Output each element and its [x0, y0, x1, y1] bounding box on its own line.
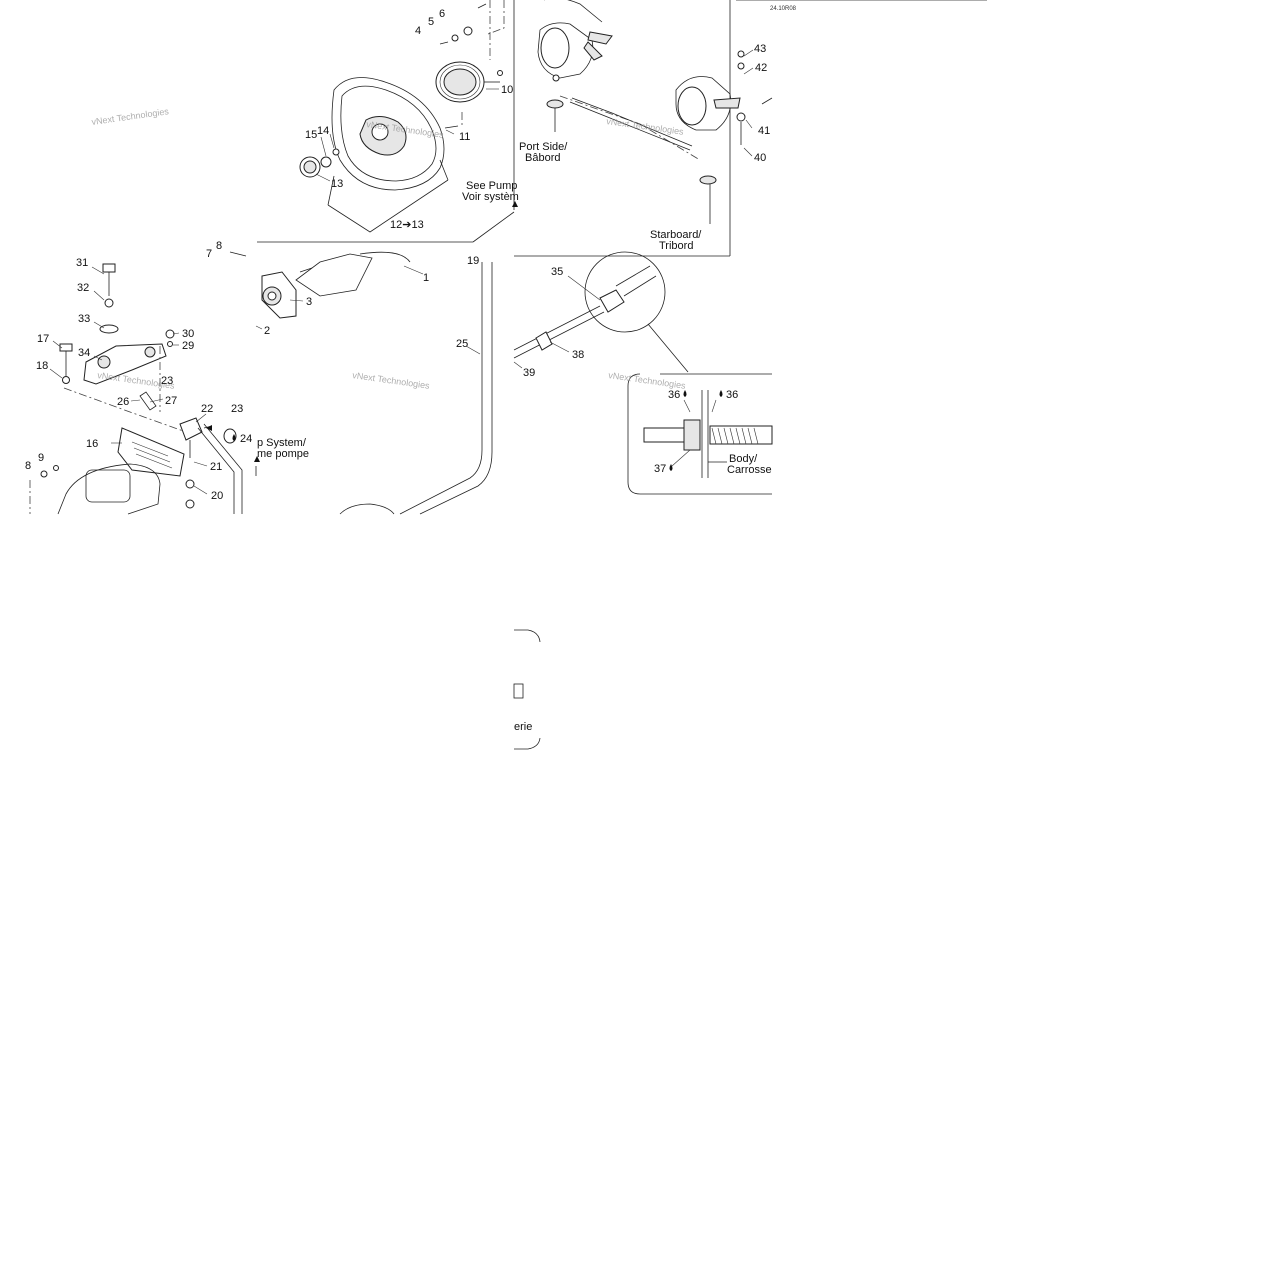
- part-label: 3: [306, 296, 312, 308]
- bracket-assembly-drawing: [29, 251, 257, 515]
- part-label: 20: [211, 490, 223, 502]
- part-label: 22: [201, 403, 213, 415]
- part-label: 39: [523, 367, 535, 379]
- caption-starboard-2: Tribord: [659, 240, 693, 252]
- part-label: 6: [439, 8, 445, 20]
- arrow-icon: [206, 425, 212, 431]
- caption-body-2: Carrosse: [727, 464, 772, 476]
- caption-erie: erie: [514, 721, 532, 733]
- captions: Port Side/ Bâbord Starboard/ Tribord See…: [257, 6, 797, 733]
- caption-see-pump-2: Voir systèm: [462, 191, 519, 203]
- part-label: 27: [165, 395, 177, 407]
- arrow-icon: [512, 201, 518, 207]
- part-label: 16: [86, 438, 98, 450]
- part-label: 26: [117, 396, 129, 408]
- part-labels: 1 2 3 4 5 6 7 8 8 9 10 11 13 14 15 16 17…: [25, 8, 770, 502]
- part-label: 35: [551, 266, 563, 278]
- caption-starboard-1: Starboard/: [650, 229, 702, 241]
- body-detail-drawing: [643, 390, 773, 478]
- part-label: 13: [331, 178, 343, 190]
- part-label: 23: [161, 375, 173, 387]
- part-label: 25: [456, 338, 468, 350]
- arrow-icon: [254, 456, 260, 462]
- drop-icon: [232, 434, 236, 441]
- drop-icon: [719, 390, 723, 397]
- lubricant-drop-icons: [206, 201, 723, 471]
- caption-see-pump-1: See Pump: [466, 180, 517, 192]
- leader-lines: [49, 49, 754, 495]
- drawing-code: 24.10R08: [770, 6, 797, 12]
- part-label: 7: [206, 248, 212, 260]
- caption-body-1: Body/: [729, 453, 758, 465]
- part-label: 4: [415, 25, 421, 37]
- steering-wheel-drawing: [299, 0, 505, 233]
- part-label: 30: [182, 328, 194, 340]
- watermark-1: vNext Technologies: [91, 106, 170, 127]
- part-label: 42: [755, 62, 767, 74]
- part-label: 19: [467, 255, 479, 267]
- part-label: 43: [754, 43, 766, 55]
- part-label: 34: [78, 347, 90, 359]
- part-label: 31: [76, 257, 88, 269]
- watermark-6: vNext Technologies: [608, 370, 687, 391]
- part-label: 24: [240, 433, 252, 445]
- watermark-3: vNext Technologies: [606, 116, 685, 137]
- part-label: 36: [668, 389, 680, 401]
- part-label: 32: [77, 282, 89, 294]
- part-label: 36: [726, 389, 738, 401]
- part-label: 5: [428, 16, 434, 28]
- section-frames: [257, 0, 987, 750]
- part-label: 9: [38, 452, 44, 464]
- part-label: 14: [317, 125, 329, 137]
- part-label: 21: [210, 461, 222, 473]
- drop-icon: [669, 464, 673, 471]
- caption-port-side-2: Bâbord: [525, 152, 560, 164]
- part-label: 10: [501, 84, 513, 96]
- steering-cable-drawing: [339, 251, 689, 515]
- part-label: 2: [264, 325, 270, 337]
- part-label: 15: [305, 129, 317, 141]
- drop-icon: [683, 390, 687, 397]
- part-label: 37: [654, 463, 666, 475]
- steering-column-drawing: [261, 251, 411, 319]
- part-label: 12➔13: [390, 219, 424, 231]
- part-label: 8: [25, 460, 31, 472]
- part-label: 8: [216, 240, 222, 252]
- caption-port-side-1: Port Side/: [519, 141, 568, 153]
- starboard-nozzle-drawing: [675, 50, 773, 224]
- part-label: 33: [78, 313, 90, 325]
- part-label: 17: [37, 333, 49, 345]
- watermark-5: vNext Technologies: [352, 370, 431, 391]
- part-label: 23: [231, 403, 243, 415]
- part-label: 29: [182, 340, 194, 352]
- part-label: 11: [459, 131, 470, 143]
- part-label: 40: [754, 152, 766, 164]
- caption-pump-system-2: me pompe: [257, 448, 309, 460]
- caption-pump-system-1: p System/: [257, 437, 307, 449]
- part-label: 41: [758, 125, 770, 137]
- port-nozzle-drawing: [537, 0, 701, 161]
- part-label: 1: [423, 272, 429, 284]
- part-label: 18: [36, 360, 48, 372]
- part-label: 38: [572, 349, 584, 361]
